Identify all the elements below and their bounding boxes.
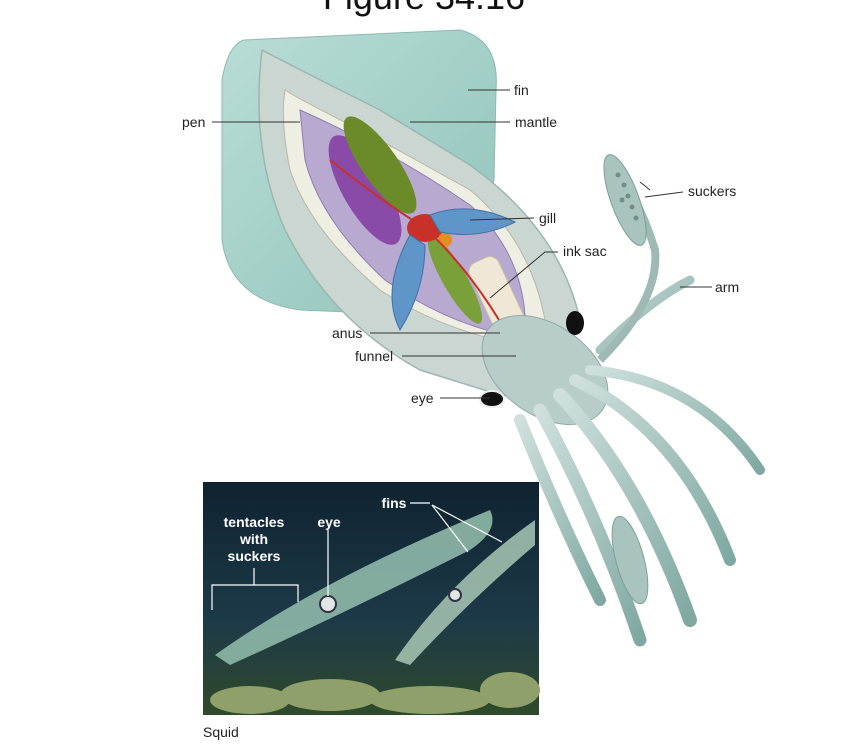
photo-coral	[210, 672, 540, 714]
eye-upper	[566, 311, 584, 335]
label-suckers: suckers	[688, 183, 737, 199]
suckers-dots	[615, 172, 639, 221]
leader-lines	[212, 89, 712, 399]
branchial-heart	[438, 233, 452, 247]
label-anus: anus	[332, 325, 363, 341]
photo-label-eye: eye	[317, 514, 341, 530]
photo-squids	[215, 510, 535, 665]
label-arm: arm	[715, 279, 740, 295]
label-mantle: mantle	[515, 114, 558, 130]
photo-label-tentacles: tentacles with suckers	[223, 514, 285, 564]
gonad-organ	[328, 135, 402, 245]
label-fin: fin	[514, 82, 529, 98]
arms-group	[514, 275, 765, 647]
label-eye: eye	[411, 390, 434, 406]
photo-leader-lines	[211, 502, 503, 610]
intestine-organ	[427, 236, 483, 324]
label-pen: pen	[182, 114, 206, 130]
tentacle-club	[603, 154, 647, 246]
vessel	[329, 159, 506, 331]
figure-title: Figure 34.16	[0, 0, 848, 18]
stomach-organ	[343, 116, 417, 214]
label-funnel: funnel	[355, 348, 394, 364]
arm-club	[611, 515, 649, 605]
label-ink-sac: ink sac	[563, 243, 607, 259]
gill-shape-lower	[391, 234, 426, 332]
gill-shape	[429, 208, 517, 235]
eye-lower	[479, 390, 505, 408]
label-gill: gill	[539, 210, 557, 226]
photo-label-fins: fins	[381, 495, 407, 511]
photo-caption: Squid	[203, 724, 239, 740]
